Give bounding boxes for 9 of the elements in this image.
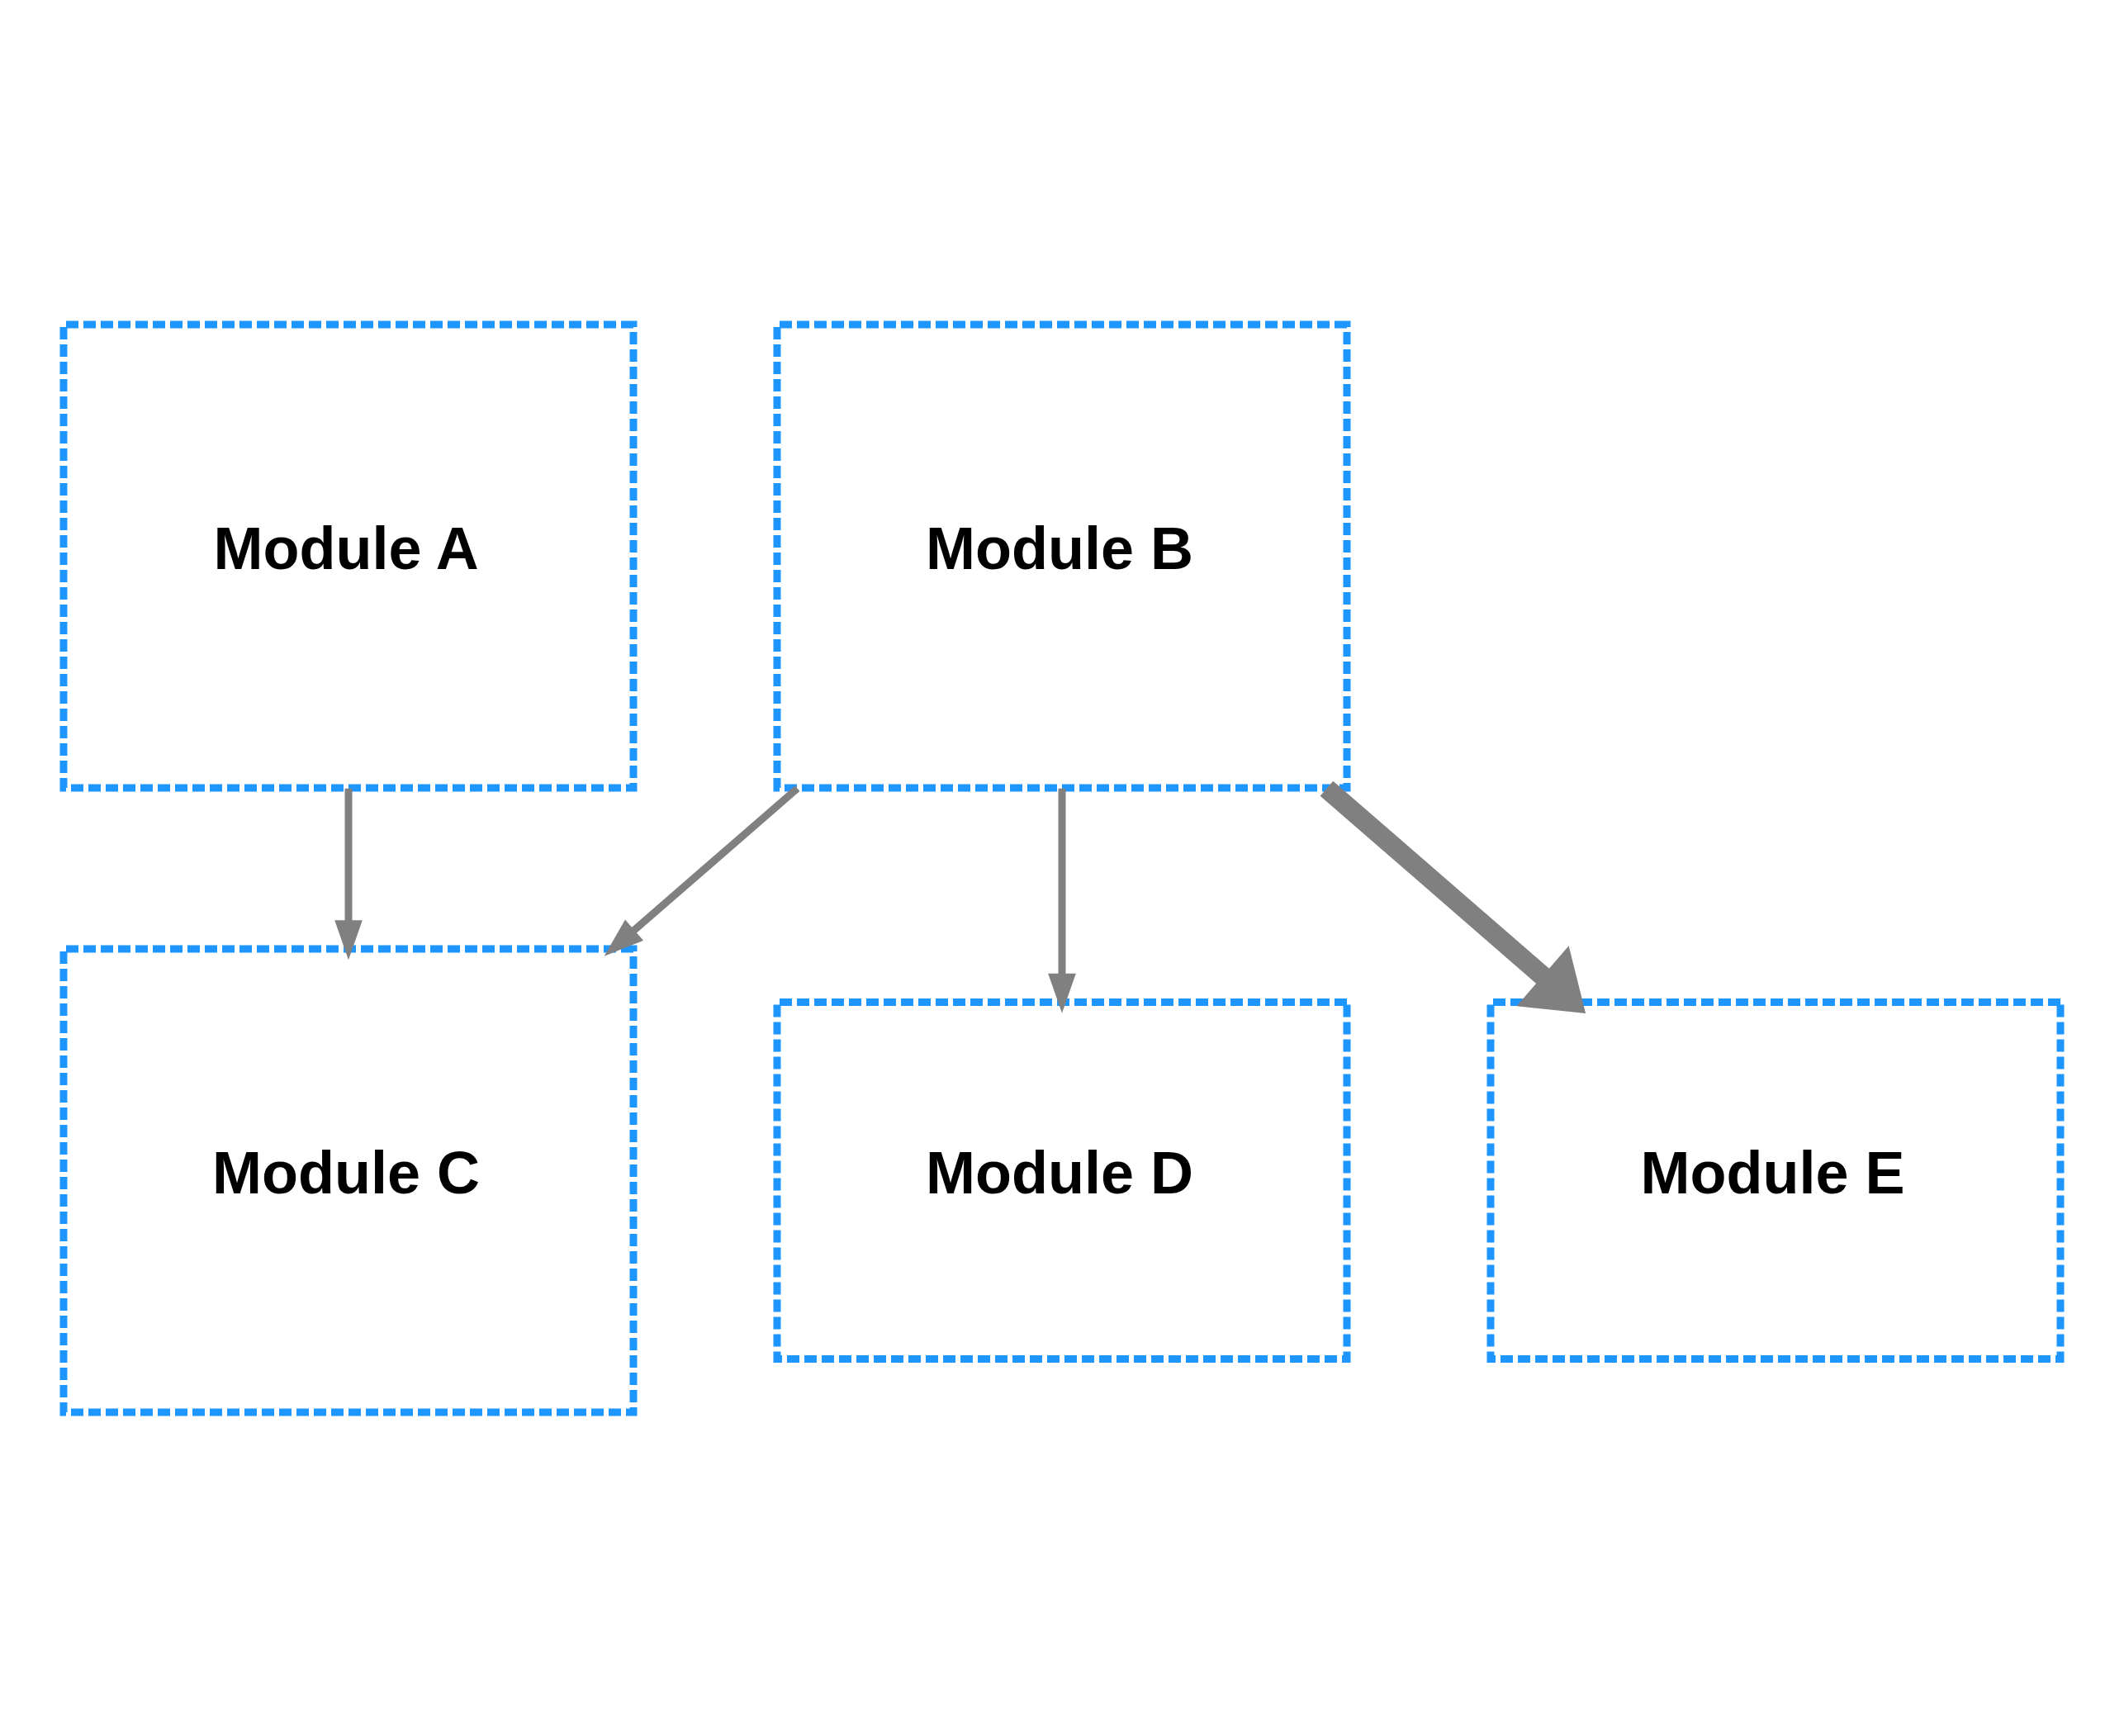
node-box: Module E: [1486, 998, 2065, 1363]
arrow: [1320, 780, 1586, 1013]
arrow: [1048, 788, 1076, 1013]
node-box: Module A: [59, 320, 638, 791]
arrow: [334, 788, 363, 960]
node-box: Module B: [773, 320, 1351, 791]
node-box: Module C: [59, 945, 638, 1416]
arrow: [604, 785, 800, 956]
node-box: Module D: [773, 998, 1351, 1363]
